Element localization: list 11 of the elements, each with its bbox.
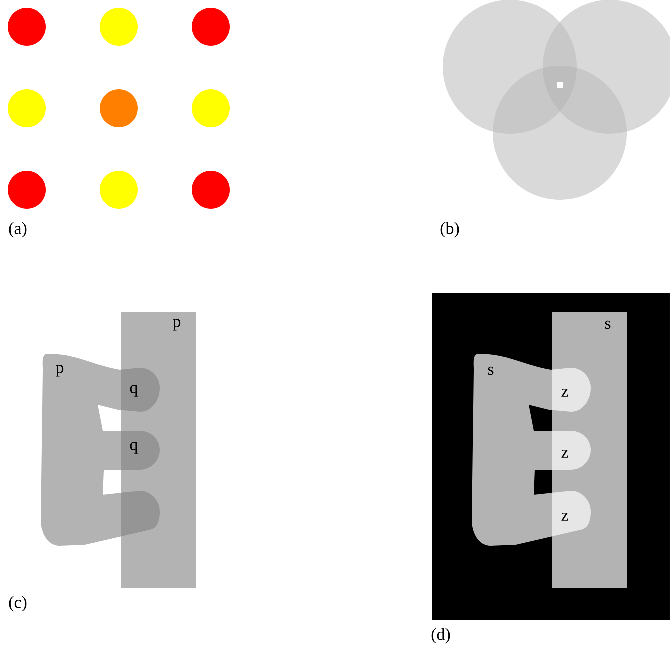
panel-label: (b) <box>440 222 460 238</box>
panel-label: (c) <box>9 596 27 612</box>
panel-label: (a) <box>9 222 27 238</box>
region-label: q <box>130 385 138 397</box>
node-label: s <box>488 366 494 376</box>
region-label: z <box>562 450 568 458</box>
region-label: z <box>562 513 568 521</box>
node-label: p <box>56 365 64 377</box>
region-label: z <box>562 389 568 397</box>
panel-label: (d) <box>432 628 450 644</box>
region-label: q <box>130 442 138 454</box>
